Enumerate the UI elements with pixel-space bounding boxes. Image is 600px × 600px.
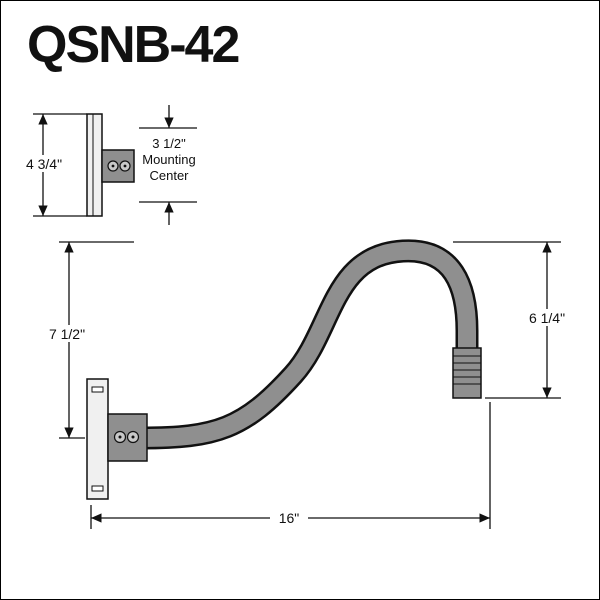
plate-slot: [91, 485, 104, 492]
gooseneck-arm: [140, 241, 476, 447]
dim-label-arm-rise: 6 1/4": [529, 310, 565, 326]
dim-label-arm-length: 16": [279, 510, 300, 526]
dim-label-bg: [41, 325, 93, 342]
product-title: QSNB-42: [27, 16, 240, 74]
main-view: 7 1/2" 6 1/4" 16": [41, 239, 574, 529]
bolt-center-dot: [111, 164, 115, 168]
bolt-center-dot: [118, 435, 122, 439]
dim-label-bg: [520, 309, 574, 326]
bolt-center-dot: [123, 164, 127, 168]
dimension-mounting-center: [139, 105, 197, 225]
side-view: 4 3/4" 3 1/2" Mounting Center: [19, 105, 197, 225]
dim-label-mounting-center-1: 3 1/2": [152, 136, 186, 151]
side-plate: [86, 113, 103, 217]
bolt-center-dot: [131, 435, 135, 439]
dim-label-mounting-center-2: Mounting: [142, 152, 195, 167]
dim-label-drop-height: 7 1/2": [49, 326, 85, 342]
dim-label-bg: [270, 509, 308, 526]
ferrule-ribs: [453, 355, 481, 385]
dim-label-bg: [19, 155, 69, 172]
ferrule: [452, 347, 482, 399]
dim-label-mounting-center-3: Center: [149, 168, 189, 183]
dim-label-plate-height: 4 3/4": [26, 156, 62, 172]
wall-plate: [86, 378, 109, 500]
plate-slot: [91, 386, 104, 393]
